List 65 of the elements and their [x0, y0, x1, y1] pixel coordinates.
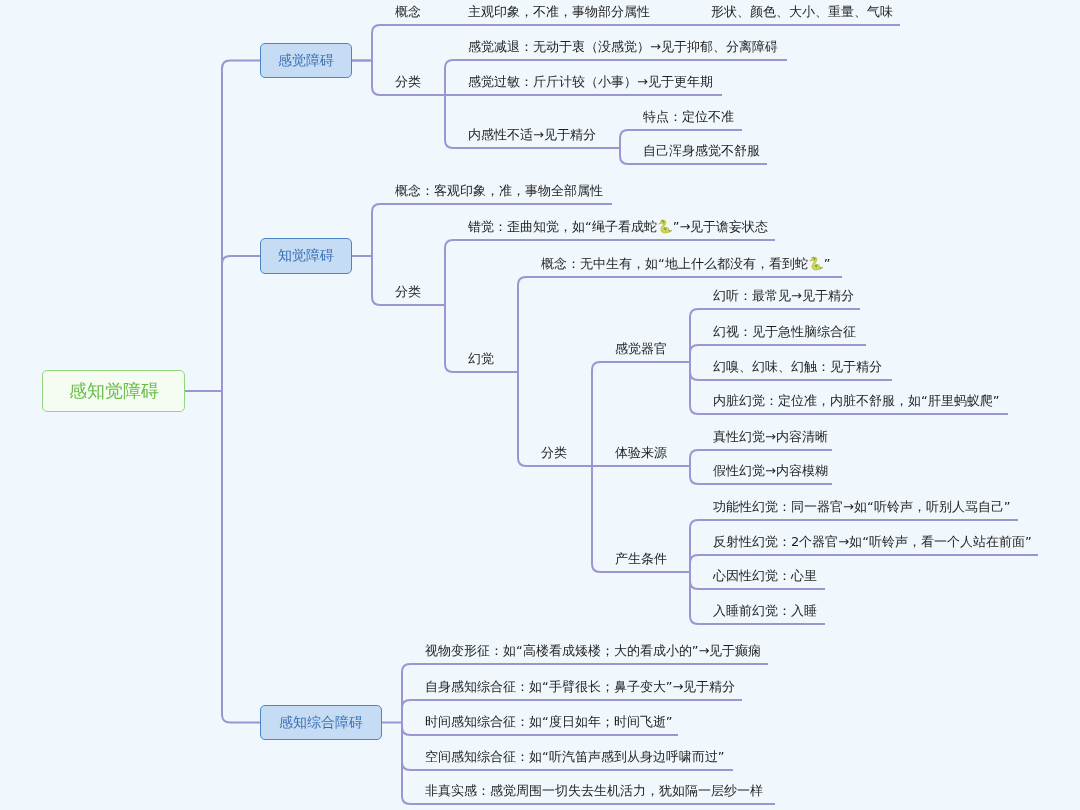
branch-label: 感觉器官 — [600, 337, 690, 363]
connector-line — [689, 571, 699, 625]
branch-label: 功能性幻觉：同一器官→如“听铃声，听别人骂自己” — [698, 495, 1018, 521]
connector-line — [444, 94, 454, 96]
branch-label: 自己浑身感觉不舒服 — [628, 139, 767, 165]
branch-label: 心因性幻觉：心里 — [698, 564, 825, 590]
connector-line — [619, 129, 629, 149]
branch-label: 概念 — [380, 0, 445, 26]
connector-line — [351, 59, 381, 96]
topic-box: 感知综合障碍 — [260, 705, 382, 740]
connector-line — [401, 795, 411, 805]
connector-line — [689, 361, 699, 415]
branch-label: 时间感知综合征：如“度日如年；时间飞逝” — [410, 710, 678, 736]
connector-line — [444, 304, 454, 373]
branch-label: 非真实感：感觉周围一切失去生机活力，犹如隔一层纱一样 — [410, 779, 775, 805]
topic-box: 知觉障碍 — [260, 238, 352, 274]
connector-line — [517, 371, 527, 467]
topic-box: 感觉障碍 — [260, 43, 352, 78]
connector-line — [591, 361, 601, 467]
branch-label: 概念：无中生有，如“地上什么都没有，看到蛇🐍” — [526, 252, 842, 278]
branch-label: 感觉过敏：斤斤计较（小事）→见于更年期 — [453, 70, 722, 96]
branch-label: 错觉：歪曲知觉，如“绳子看成蛇🐍”→见于谵妄状态 — [453, 215, 775, 241]
connector-line — [444, 24, 454, 26]
connector-line — [351, 255, 381, 306]
connector-line — [401, 663, 411, 673]
connector-line — [591, 465, 601, 467]
connector-line — [401, 726, 411, 736]
branch-label: 分类 — [526, 441, 592, 467]
branch-label: 产生条件 — [600, 547, 690, 573]
connector-line — [591, 465, 601, 573]
central-topic-box: 感知觉障碍 — [42, 370, 185, 412]
branch-label: 入睡前幻觉：入睡 — [698, 599, 825, 625]
connector-line — [517, 276, 527, 373]
branch-label: 幻视：见于急性脑综合征 — [698, 320, 866, 346]
branch-label: 自身感知综合征：如“手臂很长；鼻子变大”→见于精分 — [410, 675, 742, 701]
branch-label: 内感性不适→见于精分 — [453, 123, 620, 149]
branch-label: 反射性幻觉：2个器官→如“听铃声，看一个人站在前面” — [698, 530, 1038, 556]
connector-line — [401, 761, 411, 771]
branch-label: 幻听：最常见→见于精分 — [698, 284, 860, 310]
connector-line — [619, 147, 629, 165]
connector-line — [444, 59, 454, 96]
branch-label: 特点：定位不准 — [628, 105, 742, 131]
connector-line — [689, 465, 699, 485]
branch-label: 视物变形征：如“高楼看成矮楼；大的看成小的”→见于癫痫 — [410, 639, 768, 665]
branch-label: 感觉减退：无动于衷（没感觉）→见于抑郁、分离障碍 — [453, 35, 787, 61]
connector-line — [444, 94, 454, 149]
connector-line — [689, 344, 699, 363]
branch-label: 幻觉 — [453, 347, 518, 373]
connector-line — [401, 699, 411, 709]
branch-label: 概念：客观印象，准，事物全部属性 — [380, 179, 612, 205]
branch-label: 主观印象，不准，事物部分属性 — [453, 0, 688, 26]
branch-label: 空间感知综合征：如“听汽笛声感到从身边呼啸而过” — [410, 745, 733, 771]
branch-label: 形状、颜色、大小、重量、气味 — [696, 0, 900, 26]
connector-line — [444, 239, 454, 306]
branch-label: 分类 — [380, 70, 445, 96]
connector-line — [689, 554, 699, 573]
connector-line — [689, 449, 699, 467]
connector-line — [381, 671, 403, 797]
connector-line — [687, 24, 697, 26]
branch-label: 体验来源 — [600, 441, 690, 467]
branch-label: 真性幻觉→内容清晰 — [698, 425, 832, 451]
branch-label: 分类 — [380, 280, 445, 306]
branch-label: 内脏幻觉：定位准，内脏不舒服，如“肝里蚂蚁爬” — [698, 389, 1008, 415]
branch-label: 幻嗅、幻味、幻触：见于精分 — [698, 355, 892, 381]
branch-label: 假性幻觉→内容模糊 — [698, 459, 832, 485]
